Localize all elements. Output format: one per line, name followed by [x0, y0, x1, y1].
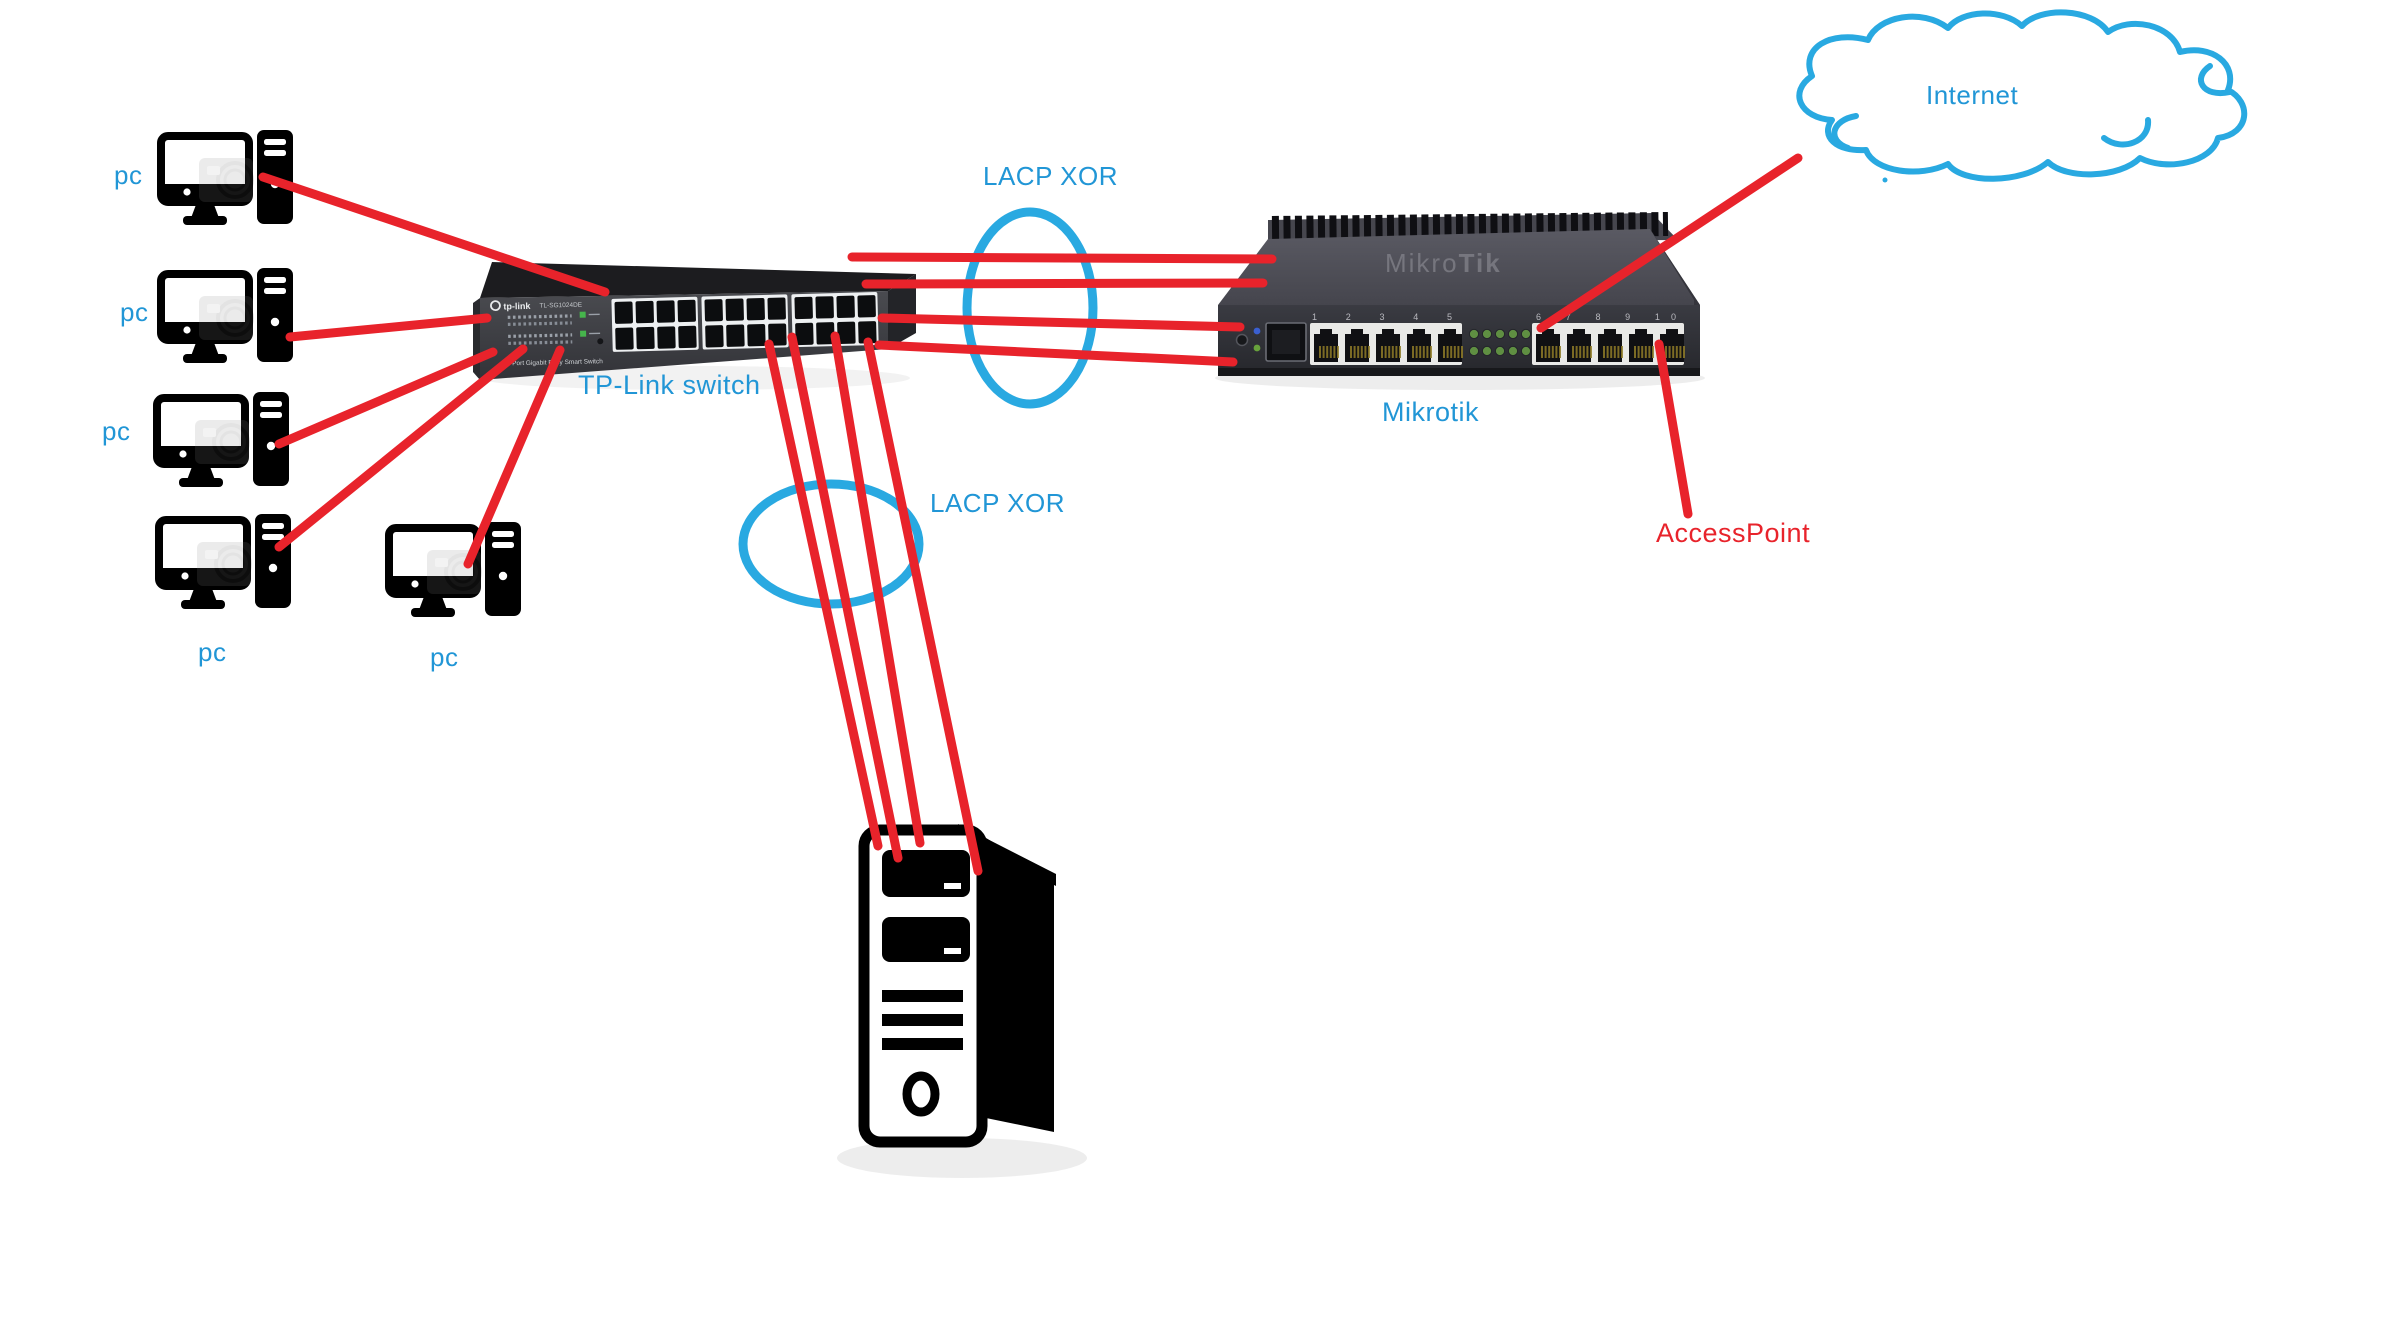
link-trunk2-a — [764, 339, 883, 851]
link-pc1-switch — [258, 172, 610, 297]
lacp-ellipse-bottom — [738, 479, 924, 609]
link-trunk2-d — [863, 337, 983, 876]
tplink-switch: tp-link TL-SG1024DE 24-Port Gigabit Easy… — [473, 262, 916, 380]
lacp-ellipses — [738, 207, 1098, 609]
router-ports-6-10 — [1532, 323, 1685, 365]
switch-model-text: TL-SG1024DE — [539, 302, 582, 310]
switch-ports — [611, 292, 879, 352]
switch-label: TP-Link switch — [578, 370, 761, 400]
server — [864, 824, 1056, 1142]
pc2-label: pc — [120, 297, 149, 327]
mikrotik-router: MikroTik 1 2 3 4 5 — [1218, 212, 1700, 376]
accesspoint-label: AccessPoint — [1656, 518, 1811, 548]
pc-2 — [161, 268, 293, 363]
pc-4 — [159, 514, 291, 609]
pc1-label: pc — [114, 160, 143, 190]
shadows — [480, 366, 1705, 1178]
lacp-label-bottom: LACP XOR — [930, 488, 1066, 518]
link-router-internet — [1536, 153, 1803, 333]
lacp-label-top: LACP XOR — [983, 161, 1119, 191]
link-trunk2-b — [787, 332, 903, 863]
router-label: Mikrotik — [1382, 397, 1479, 427]
pc5-label: pc — [430, 642, 459, 672]
pc-5 — [389, 522, 521, 617]
router-port-numbers-left: 1 2 3 4 5 — [1312, 312, 1452, 322]
link-trunk1-c — [877, 313, 1245, 332]
sfp-port — [1265, 322, 1307, 362]
link-router-accesspoint — [1654, 339, 1693, 519]
link-trunk1-d — [874, 340, 1238, 367]
router-led-matrix — [1468, 328, 1532, 357]
link-pc2-switch — [285, 313, 492, 342]
link-pc4-switch — [274, 344, 528, 552]
link-trunk1-a — [847, 252, 1277, 264]
internet-cloud — [1796, 9, 2248, 183]
router-ports-1-5 — [1310, 323, 1463, 365]
router-brand-text: MikroTik — [1385, 248, 1502, 278]
pc3-label: pc — [102, 416, 131, 446]
internet-label: Internet — [1926, 80, 2019, 110]
link-trunk2-c — [830, 331, 925, 848]
pc4-label: pc — [198, 637, 227, 667]
connections — [258, 153, 1803, 876]
pc-3 — [157, 392, 289, 487]
lacp-ellipse-top — [962, 207, 1098, 409]
link-pc3-switch — [274, 347, 498, 449]
link-pc5-switch — [463, 345, 565, 569]
link-trunk1-b — [861, 278, 1268, 289]
switch-brand-text: tp-link — [503, 301, 531, 312]
